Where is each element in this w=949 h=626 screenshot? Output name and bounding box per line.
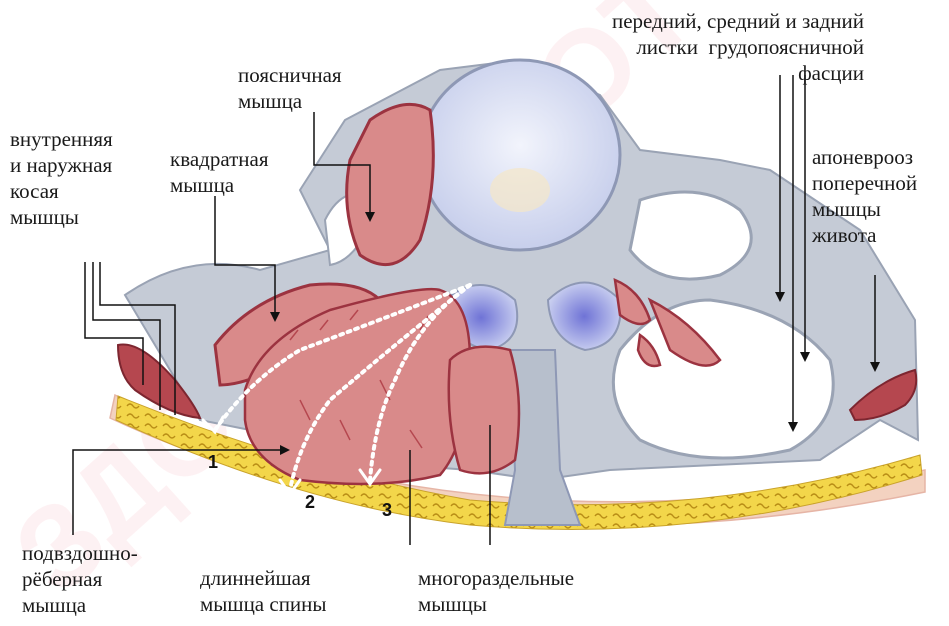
label-obliques: внутренняя и наружная косая мышцы [10, 126, 113, 230]
label-aponeurosis: апоневрооз поперечной мышцы живота [812, 144, 917, 248]
path-number-2: 2 [305, 492, 315, 513]
label-longissimus: длиннейшая мышца спины [200, 565, 327, 617]
path-number-3: 3 [382, 500, 392, 521]
upper-right-cavity [630, 192, 751, 279]
vertebral-body [420, 60, 620, 250]
label-multifidus: многораздельные мышцы [418, 565, 574, 617]
label-quadratus: квадратная мышца [170, 146, 269, 198]
multifidus-muscle [449, 347, 519, 474]
spinal-cord-disc [490, 168, 550, 212]
label-iliocostalis: подвздошно- рёберная мышца [22, 540, 138, 618]
label-fascia-layers: передний, средний и задний листки грудоп… [612, 8, 864, 86]
label-psoas: поясничная мышца [238, 62, 342, 114]
path-number-1: 1 [208, 452, 218, 473]
